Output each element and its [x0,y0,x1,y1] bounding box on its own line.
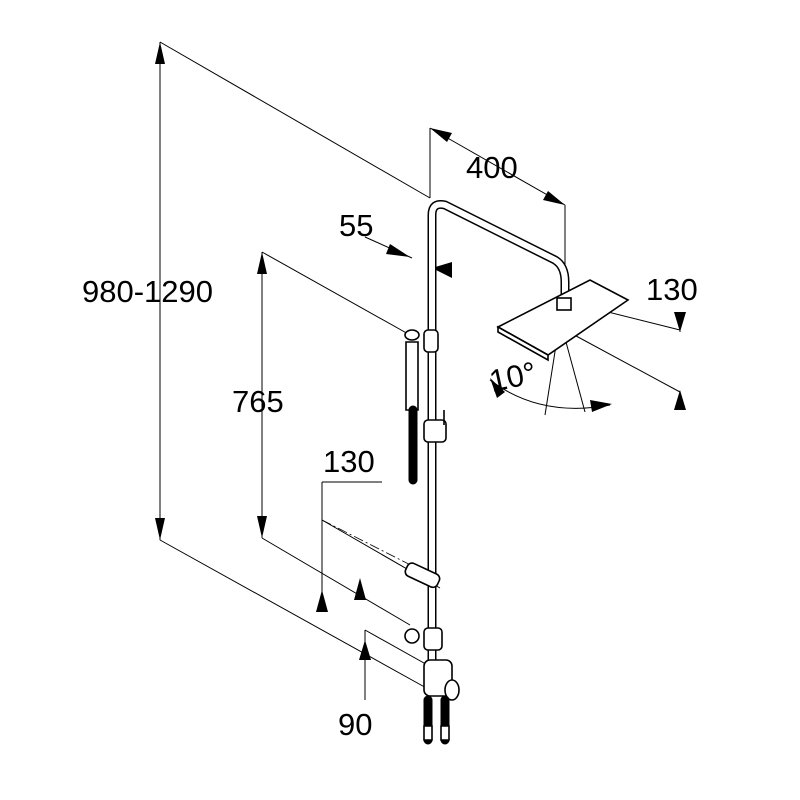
dim-head-width: 130 [646,272,698,307]
overhead-shower-head [496,279,630,362]
dim-connection-spacing: 90 [338,707,372,742]
dim-spray-angle: 10° [486,355,539,399]
extension-lines [159,41,681,691]
shelf-outline [321,519,441,589]
dim-shelf-depth: 130 [323,444,375,479]
hand-shower [404,329,447,485]
dim-arm-length: 400 [466,150,518,185]
dim-slide-rail-height: 765 [232,384,284,419]
dimension-lines [155,42,686,700]
shower-riser-pipe [427,200,570,695]
thermostatic-mixer [404,627,460,745]
dim-total-height: 980-1290 [82,274,213,309]
dim-wall-offset: 55 [339,208,373,243]
